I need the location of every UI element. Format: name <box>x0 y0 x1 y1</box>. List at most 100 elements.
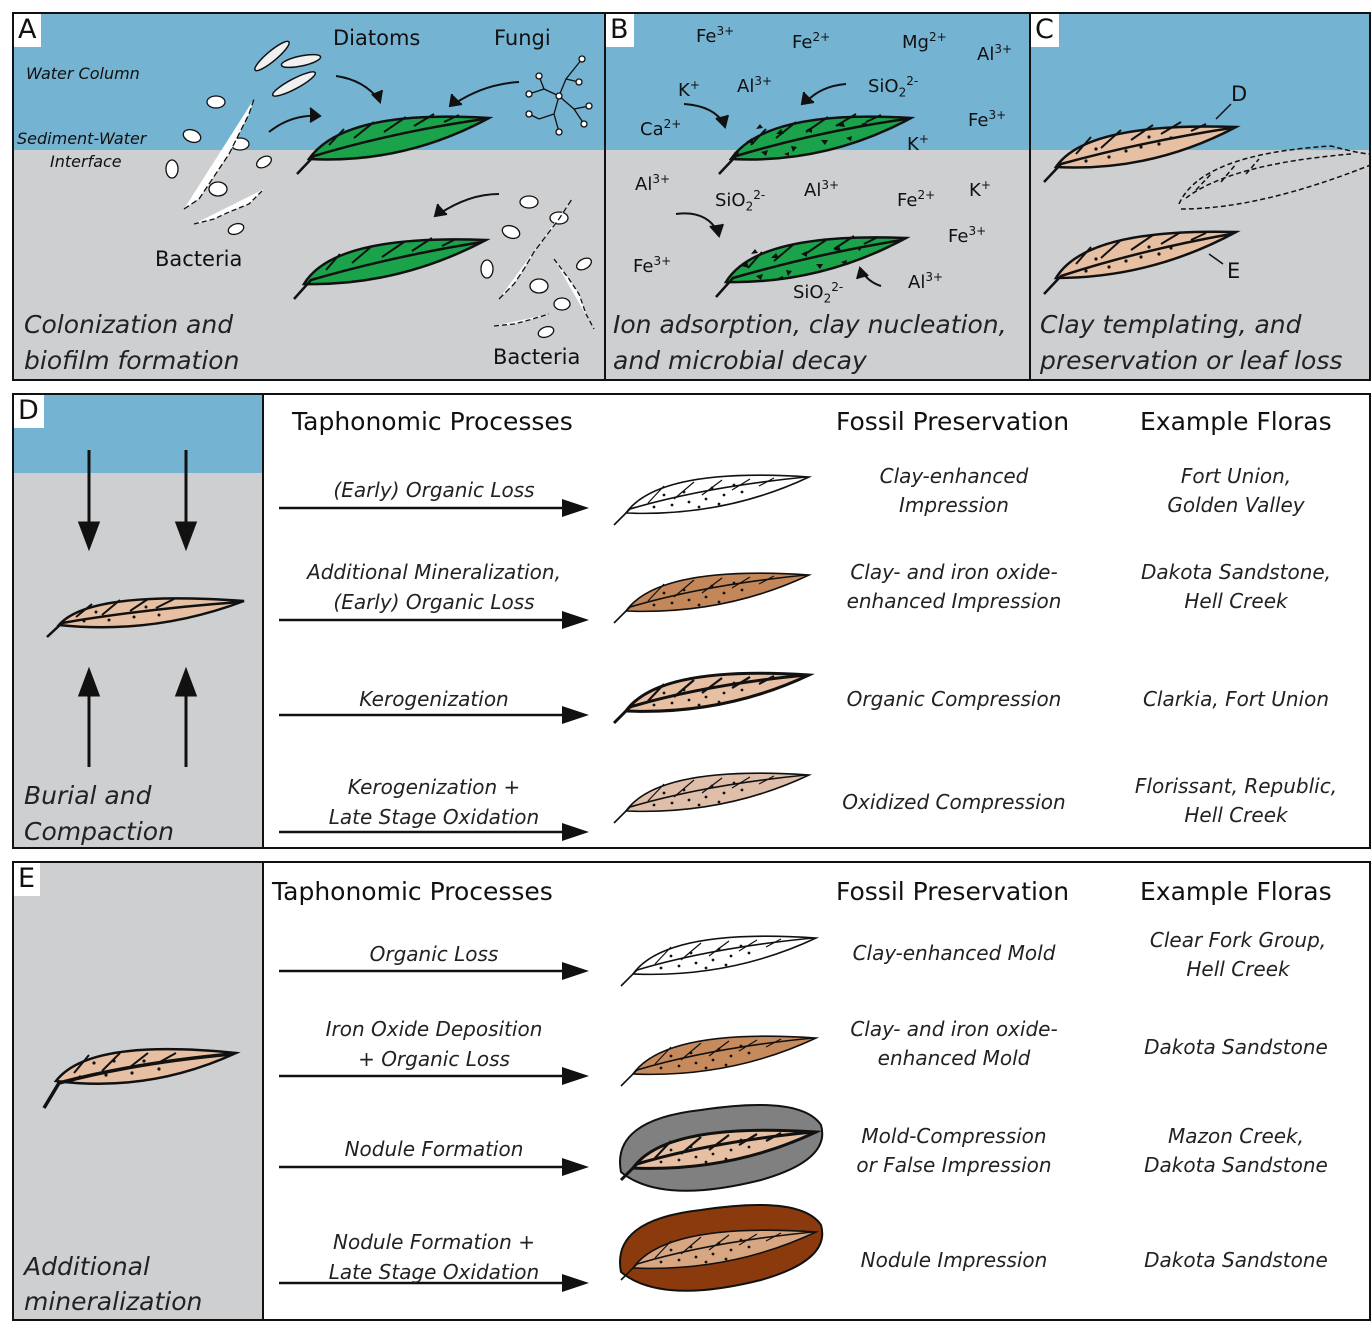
panel-c-caption-line1: Clay templating, and <box>1040 307 1302 343</box>
ion-charge: 3+ <box>821 178 839 192</box>
diatoms-label: Diatoms <box>333 26 420 50</box>
preserved-leaf-icon <box>614 673 809 723</box>
panel-d-letter: D <box>14 395 44 428</box>
preserved-leaf-icon <box>621 1036 816 1086</box>
ion-charge: 2+ <box>929 30 947 44</box>
ion-charge: 2+ <box>664 117 682 131</box>
ion-fe2-2: Fe2+ <box>897 188 935 211</box>
preservation-line: Clay-enhanced <box>814 462 1094 491</box>
fungi-label: Fungi <box>494 26 551 50</box>
flora-line: Golden Valley <box>1106 491 1366 520</box>
preserved-leaf-icon <box>620 1105 822 1191</box>
flora-line: Florissant, Republic, <box>1106 772 1366 801</box>
preservation-line: Organic Compression <box>814 685 1094 714</box>
ion-sio2-1: SiO22- <box>868 74 918 100</box>
flora-line: Mazon Creek, <box>1106 1122 1366 1151</box>
ion-al3-3: Al3+ <box>635 172 670 195</box>
process-line: Nodule Formation <box>279 1134 589 1164</box>
bacteria-right-icon <box>481 196 594 339</box>
preserved-leaf-icon <box>620 1205 822 1291</box>
ion-al3-1: Al3+ <box>977 42 1012 65</box>
ion-charge: 3+ <box>925 270 943 284</box>
ion-base: SiO <box>868 76 899 97</box>
label-d: D <box>1231 82 1247 106</box>
ion-base: K <box>907 134 919 155</box>
preservation-line: enhanced Impression <box>814 587 1094 616</box>
preserved-leaf-icon <box>614 475 809 525</box>
preservation-text: Clay- and iron oxide-enhanced Mold <box>814 1015 1094 1073</box>
ion-charge: 2- <box>753 188 765 202</box>
flora-line: Dakota Sandstone <box>1106 1151 1366 1180</box>
ion-base: SiO <box>793 282 824 303</box>
preservation-line: enhanced Mold <box>814 1044 1094 1073</box>
ion-base: Fe <box>968 110 988 131</box>
ion-fe3-4: Fe3+ <box>633 254 671 277</box>
process-line: + Organic Loss <box>279 1044 589 1074</box>
leaf-loss-outline <box>1179 146 1371 209</box>
ion-base: Al <box>977 44 994 65</box>
ion-charge: + <box>919 132 929 146</box>
preservation-line: Nodule Impression <box>814 1246 1094 1275</box>
fungi-icon <box>526 56 592 135</box>
flora-line: Hell Creek <box>1106 587 1366 616</box>
panel-b-letter: B <box>606 14 634 47</box>
process-line: Nodule Formation + <box>279 1227 589 1257</box>
process-text: Iron Oxide Deposition+ Organic Loss <box>279 1014 589 1074</box>
ion-sio2-2: SiO22- <box>715 188 765 214</box>
ion-charge: 3+ <box>988 108 1006 122</box>
panel-e: E Additional mineralization Taphonomic P… <box>12 861 1371 1321</box>
preservation-text: Clay- and iron oxide-enhanced Impression <box>814 558 1094 616</box>
ion-base: Al <box>737 76 754 97</box>
header-example-floras: Example Floras <box>1140 877 1332 906</box>
process-line: Kerogenization + <box>279 772 589 802</box>
ion-fe3-1: Fe3+ <box>696 24 734 47</box>
panel-b: B Fe3+ Fe2+ Mg2+ Al3+ K+ Al3+ SiO22- Fe3… <box>604 12 1031 381</box>
ion-charge: 3+ <box>994 42 1012 56</box>
floras-text: Dakota Sandstone <box>1106 1033 1366 1062</box>
ion-ca2: Ca2+ <box>640 117 681 140</box>
panel-d-caption-line1: Burial and <box>24 778 151 814</box>
ion-base: Fe <box>897 190 917 211</box>
interface-label-line2: Interface <box>50 152 122 171</box>
preservation-line: Clay-enhanced Mold <box>814 939 1094 968</box>
process-line: Kerogenization <box>279 684 589 714</box>
header-example-floras: Example Floras <box>1140 407 1332 436</box>
ion-al3-5: Al3+ <box>908 270 943 293</box>
panel-c-caption-line2: preservation or leaf loss <box>1040 343 1342 379</box>
bacteria-left-icon <box>166 96 273 236</box>
flora-line: Fort Union, <box>1106 462 1366 491</box>
ion-base: Al <box>635 174 652 195</box>
panel-e-caption-line1: Additional <box>24 1249 150 1285</box>
flora-line: Hell Creek <box>1106 801 1366 830</box>
preservation-line: or False Impression <box>814 1151 1094 1180</box>
panel-a-caption-line1: Colonization and <box>24 307 233 343</box>
mineralizing-leaf-upper <box>719 114 911 174</box>
panel-d-caption-line2: Compaction <box>24 814 174 849</box>
burial-leaf <box>47 598 244 637</box>
ion-base: Al <box>908 272 925 293</box>
ion-charge: 3+ <box>652 172 670 186</box>
process-line: Iron Oxide Deposition <box>279 1014 589 1044</box>
ion-k-3: K+ <box>969 178 991 201</box>
ion-base: Fe <box>696 26 716 47</box>
water-column-label: Water Column <box>26 64 140 83</box>
process-text: Kerogenization <box>279 684 589 714</box>
flora-line: Dakota Sandstone, <box>1106 558 1366 587</box>
green-leaf-lower <box>294 238 486 299</box>
preserved-leaf-icon <box>614 573 809 623</box>
floras-text: Clear Fork Group,Hell Creek <box>1108 926 1368 984</box>
header-fossil-preservation: Fossil Preservation <box>836 877 1069 906</box>
flora-line: Dakota Sandstone <box>1106 1033 1366 1062</box>
process-line: Late Stage Oxidation <box>279 1257 589 1287</box>
flora-line: Clear Fork Group, <box>1108 926 1368 955</box>
preservation-line: Clay- and iron oxide- <box>814 558 1094 587</box>
ion-fe3-3: Fe3+ <box>948 224 986 247</box>
panel-e-letter: E <box>14 863 40 896</box>
panel-a: A Water Column Sediment-Water Interface … <box>12 12 606 381</box>
green-leaf-upper <box>297 114 489 174</box>
preservation-text: Organic Compression <box>814 685 1094 714</box>
process-line: Organic Loss <box>279 939 589 969</box>
process-line: (Early) Organic Loss <box>279 475 589 505</box>
